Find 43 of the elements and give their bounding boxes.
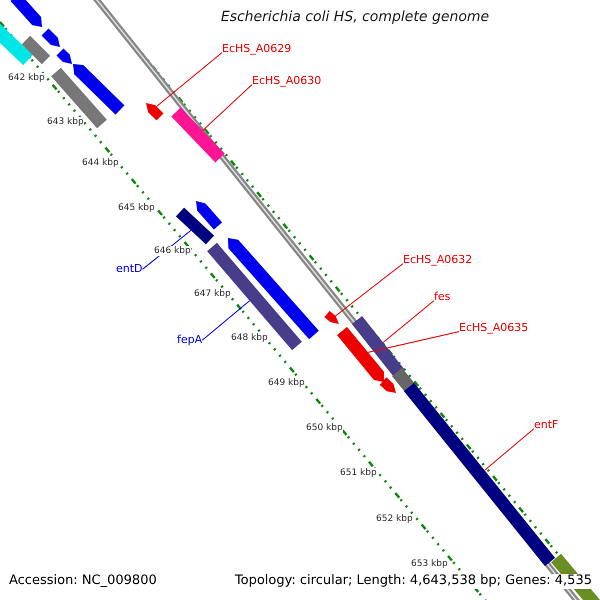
gene-label: fepA xyxy=(177,334,202,347)
gene-label: entD xyxy=(116,263,143,276)
scale-label: 649 kbp xyxy=(268,378,305,388)
gene-bar xyxy=(392,368,415,392)
gene-bar xyxy=(56,48,72,64)
gene-bar xyxy=(337,326,384,382)
scale-label: 651 kbp xyxy=(340,468,377,478)
gene-bar xyxy=(176,208,214,244)
gene-label: EcHS_A0632 xyxy=(403,254,472,267)
scale-label: 645 kbp xyxy=(118,203,155,214)
leader-line xyxy=(202,84,252,131)
gene-label: EcHS_A0630 xyxy=(252,75,322,88)
scale-label: 643 kbp xyxy=(47,117,84,128)
leader-line xyxy=(335,263,404,316)
gene-bar xyxy=(146,103,164,120)
title: Escherichia coli HS, complete genome xyxy=(220,9,490,25)
scale-label: 653 kbp xyxy=(411,559,448,570)
gene-label: entF xyxy=(534,419,558,432)
scale-label: 642 kbp xyxy=(8,73,45,84)
leader-line xyxy=(382,300,434,343)
scale-label: 644 kbp xyxy=(82,158,119,168)
leader-line xyxy=(156,52,222,107)
scale-label: 647 kbp xyxy=(194,289,231,300)
leader-line xyxy=(368,331,460,353)
gene-bar xyxy=(42,28,60,47)
scale-label: 646 kbp xyxy=(154,246,191,256)
genome-info-text: Topology: circular; Length: 4,643,538 bp; Genes: 4,535 xyxy=(234,574,592,589)
gene-label: fes xyxy=(434,291,450,304)
leader-line xyxy=(484,428,534,471)
gene-bar xyxy=(352,316,404,377)
gene-bar xyxy=(22,36,50,64)
gene-bar xyxy=(171,108,225,162)
gene-label: EcHS_A0629 xyxy=(222,43,292,56)
leader-line xyxy=(202,300,250,341)
gene-bar xyxy=(324,310,339,324)
gene-label: EcHS_A0635 xyxy=(459,322,528,335)
scale-label: 648 kbp xyxy=(231,333,268,344)
gene-bar xyxy=(73,64,124,115)
scale-label: 652 kbp xyxy=(376,514,413,524)
gene-bar xyxy=(196,201,222,230)
accession-text: Accession: NC_009800 xyxy=(9,574,157,589)
scale-label: 650 kbp xyxy=(306,423,343,434)
gene-bar xyxy=(10,0,42,27)
